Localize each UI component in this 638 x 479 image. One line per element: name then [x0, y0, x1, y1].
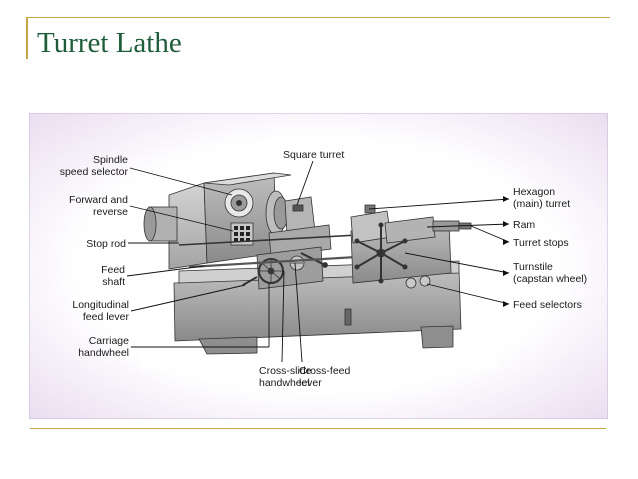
label-carriage-handwheel-line-1: Carriage	[89, 335, 129, 347]
longitudinal-feed-lever	[242, 276, 258, 286]
label-forward-reverse-line-1: Forward and	[69, 194, 128, 206]
label-cross-slide-handwheel-line-2: handwheel	[259, 377, 310, 389]
carriage-handwheel-spoke-3	[261, 262, 281, 280]
spindle-speed-dial-hub	[236, 200, 242, 206]
feed-selector-2	[419, 275, 431, 287]
leader-ram	[426, 223, 510, 228]
leader-hexagon-turret	[368, 198, 510, 210]
cross-feed-lever-knob	[322, 262, 328, 268]
bed-slot	[344, 308, 352, 326]
headstock-top	[203, 172, 292, 186]
turnstile-spoke-5	[356, 252, 382, 268]
leader-cross-slide-handwheel	[281, 270, 285, 363]
forward-reverse-buttons	[234, 226, 250, 242]
label-cross-feed-lever-line-1: Cross-feed	[299, 365, 351, 377]
leader-lines	[126, 160, 510, 363]
label-turnstile-line-2: (capstan wheel)	[513, 273, 587, 285]
label-turret-stops: Turret stops	[513, 237, 569, 249]
arrowhead-feed-selectors	[503, 301, 509, 307]
label-turnstile-line-1: Turnstile	[513, 261, 553, 273]
label-ram: Ram	[513, 219, 535, 231]
turnstile-spoke-6	[356, 240, 382, 254]
leader-spindle-speed-selector	[129, 167, 233, 196]
leader-longitudinal-feed-lever	[130, 284, 246, 312]
bed-foot-left	[198, 336, 258, 355]
label-spindle-speed-selector-line-1: Spindle	[93, 154, 128, 166]
ram	[384, 216, 436, 244]
title-accent-bar	[26, 17, 28, 59]
arrowhead-hexagon-turret	[503, 196, 509, 202]
slide-title: Turret Lathe	[37, 27, 182, 59]
leader-arrowheads	[503, 196, 509, 307]
leader-forward-reverse	[129, 205, 234, 232]
label-longitudinal-feed-lever-line-2: feed lever	[83, 311, 130, 323]
motor-end	[143, 206, 157, 242]
label-spindle-speed-selector-line-2: speed selector	[60, 166, 129, 178]
lathe-figure: Spindle speed selector Forward and rever…	[28, 112, 609, 420]
leader-feed-shaft	[126, 265, 205, 277]
label-stop-rod: Stop rod	[86, 238, 126, 250]
turnstile-knobs	[354, 222, 408, 284]
carriage-apron	[256, 246, 324, 290]
arrowhead-ram	[503, 221, 509, 227]
label-feed-selectors: Feed selectors	[513, 299, 582, 311]
label-forward-reverse-line-2: reverse	[93, 206, 128, 218]
turnstile-spoke-3	[380, 252, 406, 268]
label-square-turret: Square turret	[283, 149, 344, 161]
leader-turret-stops	[470, 225, 510, 243]
leader-feed-selectors	[426, 283, 510, 305]
leader-cross-feed-lever	[294, 262, 303, 363]
lathe-illustration	[143, 172, 472, 355]
arrowhead-turnstile	[503, 270, 509, 276]
turnstile-spoke-2	[380, 240, 406, 254]
label-feed-shaft-line-2: shaft	[102, 276, 125, 288]
bed-foot-right	[420, 325, 454, 349]
label-cross-feed-lever-line-2: lever	[299, 377, 322, 389]
label-hexagon-turret-line-1: Hexagon	[513, 186, 555, 198]
leader-turnstile	[404, 252, 510, 274]
label-feed-shaft-line-1: Feed	[101, 264, 125, 276]
feed-selector-1	[405, 277, 417, 289]
square-turret-tool	[292, 204, 304, 212]
label-cross-slide-handwheel-line-1: Cross-slide	[259, 365, 312, 377]
top-accent-rule	[26, 17, 610, 18]
label-carriage-handwheel-line-2: handwheel	[78, 347, 129, 359]
label-hexagon-turret-line-2: (main) turret	[513, 198, 570, 210]
leader-square-turret	[296, 160, 314, 206]
label-longitudinal-feed-lever-line-1: Longitudinal	[72, 299, 129, 311]
arrowhead-turret-stops	[503, 239, 509, 245]
bottom-accent-rule	[30, 428, 606, 429]
turret-lathe-diagram: Spindle speed selector Forward and rever…	[28, 112, 609, 420]
